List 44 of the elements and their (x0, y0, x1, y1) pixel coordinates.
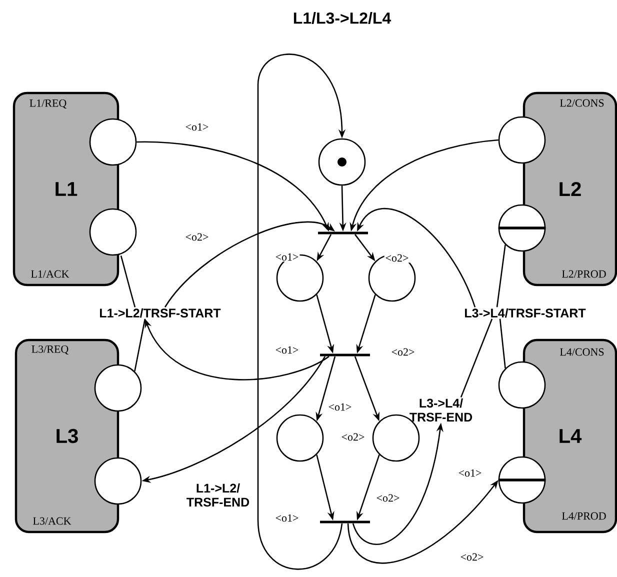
place-circle (368, 254, 416, 302)
place-circle (94, 364, 142, 412)
place-label: L3/REQ (32, 345, 68, 355)
place-label: L1/ACK (31, 270, 70, 278)
arc-label: <o2> (184, 232, 210, 242)
place-circle (498, 116, 546, 164)
arc-label: <o2> (375, 493, 401, 503)
arc (460, 318, 493, 398)
transition-label: L3->L4/TRSF-START (465, 308, 586, 318)
arc (134, 318, 146, 372)
title: L1/L3->L2/L4 (294, 12, 392, 24)
arc-label: <o2> (340, 432, 366, 442)
marked-place-circle (318, 138, 366, 186)
arc-label: <o1> (274, 513, 300, 523)
arc (496, 244, 506, 308)
arc-label: <o2> (459, 552, 485, 562)
arc-label: <o2> (390, 347, 416, 357)
place-circle (89, 118, 137, 166)
arc-label: <o1> (327, 402, 353, 412)
place-circle (276, 414, 324, 462)
place-circle (498, 456, 546, 504)
transition-label: L3->L4/ TRSF-END (410, 398, 472, 422)
place-circle (498, 361, 546, 409)
place-label: L4/CONS (560, 348, 604, 356)
place-label: L2/CONS (560, 99, 604, 107)
place-circle (89, 208, 137, 256)
arc-label: <o2> (384, 253, 410, 263)
place-circle (94, 457, 142, 505)
arc (257, 54, 346, 570)
place-label: L1/REQ (30, 99, 66, 109)
transition-label: L1->L2/TRSF-START (100, 308, 221, 318)
place-label: L2/PROD (562, 270, 606, 278)
arc (120, 255, 136, 308)
arc-label: <o1> (457, 468, 483, 478)
place-circle (276, 254, 324, 302)
arc-label: <o1> (184, 122, 210, 132)
arc-label: <o1> (274, 345, 300, 355)
place-circle (498, 204, 546, 252)
transition-label: L1->L2/ TRSF-END (186, 483, 250, 507)
arc (499, 318, 506, 368)
arc (357, 208, 476, 308)
place-label: L3/ACK (33, 517, 72, 525)
arc-label: <o1> (274, 252, 300, 262)
place-label: L4/PROD (562, 512, 606, 520)
